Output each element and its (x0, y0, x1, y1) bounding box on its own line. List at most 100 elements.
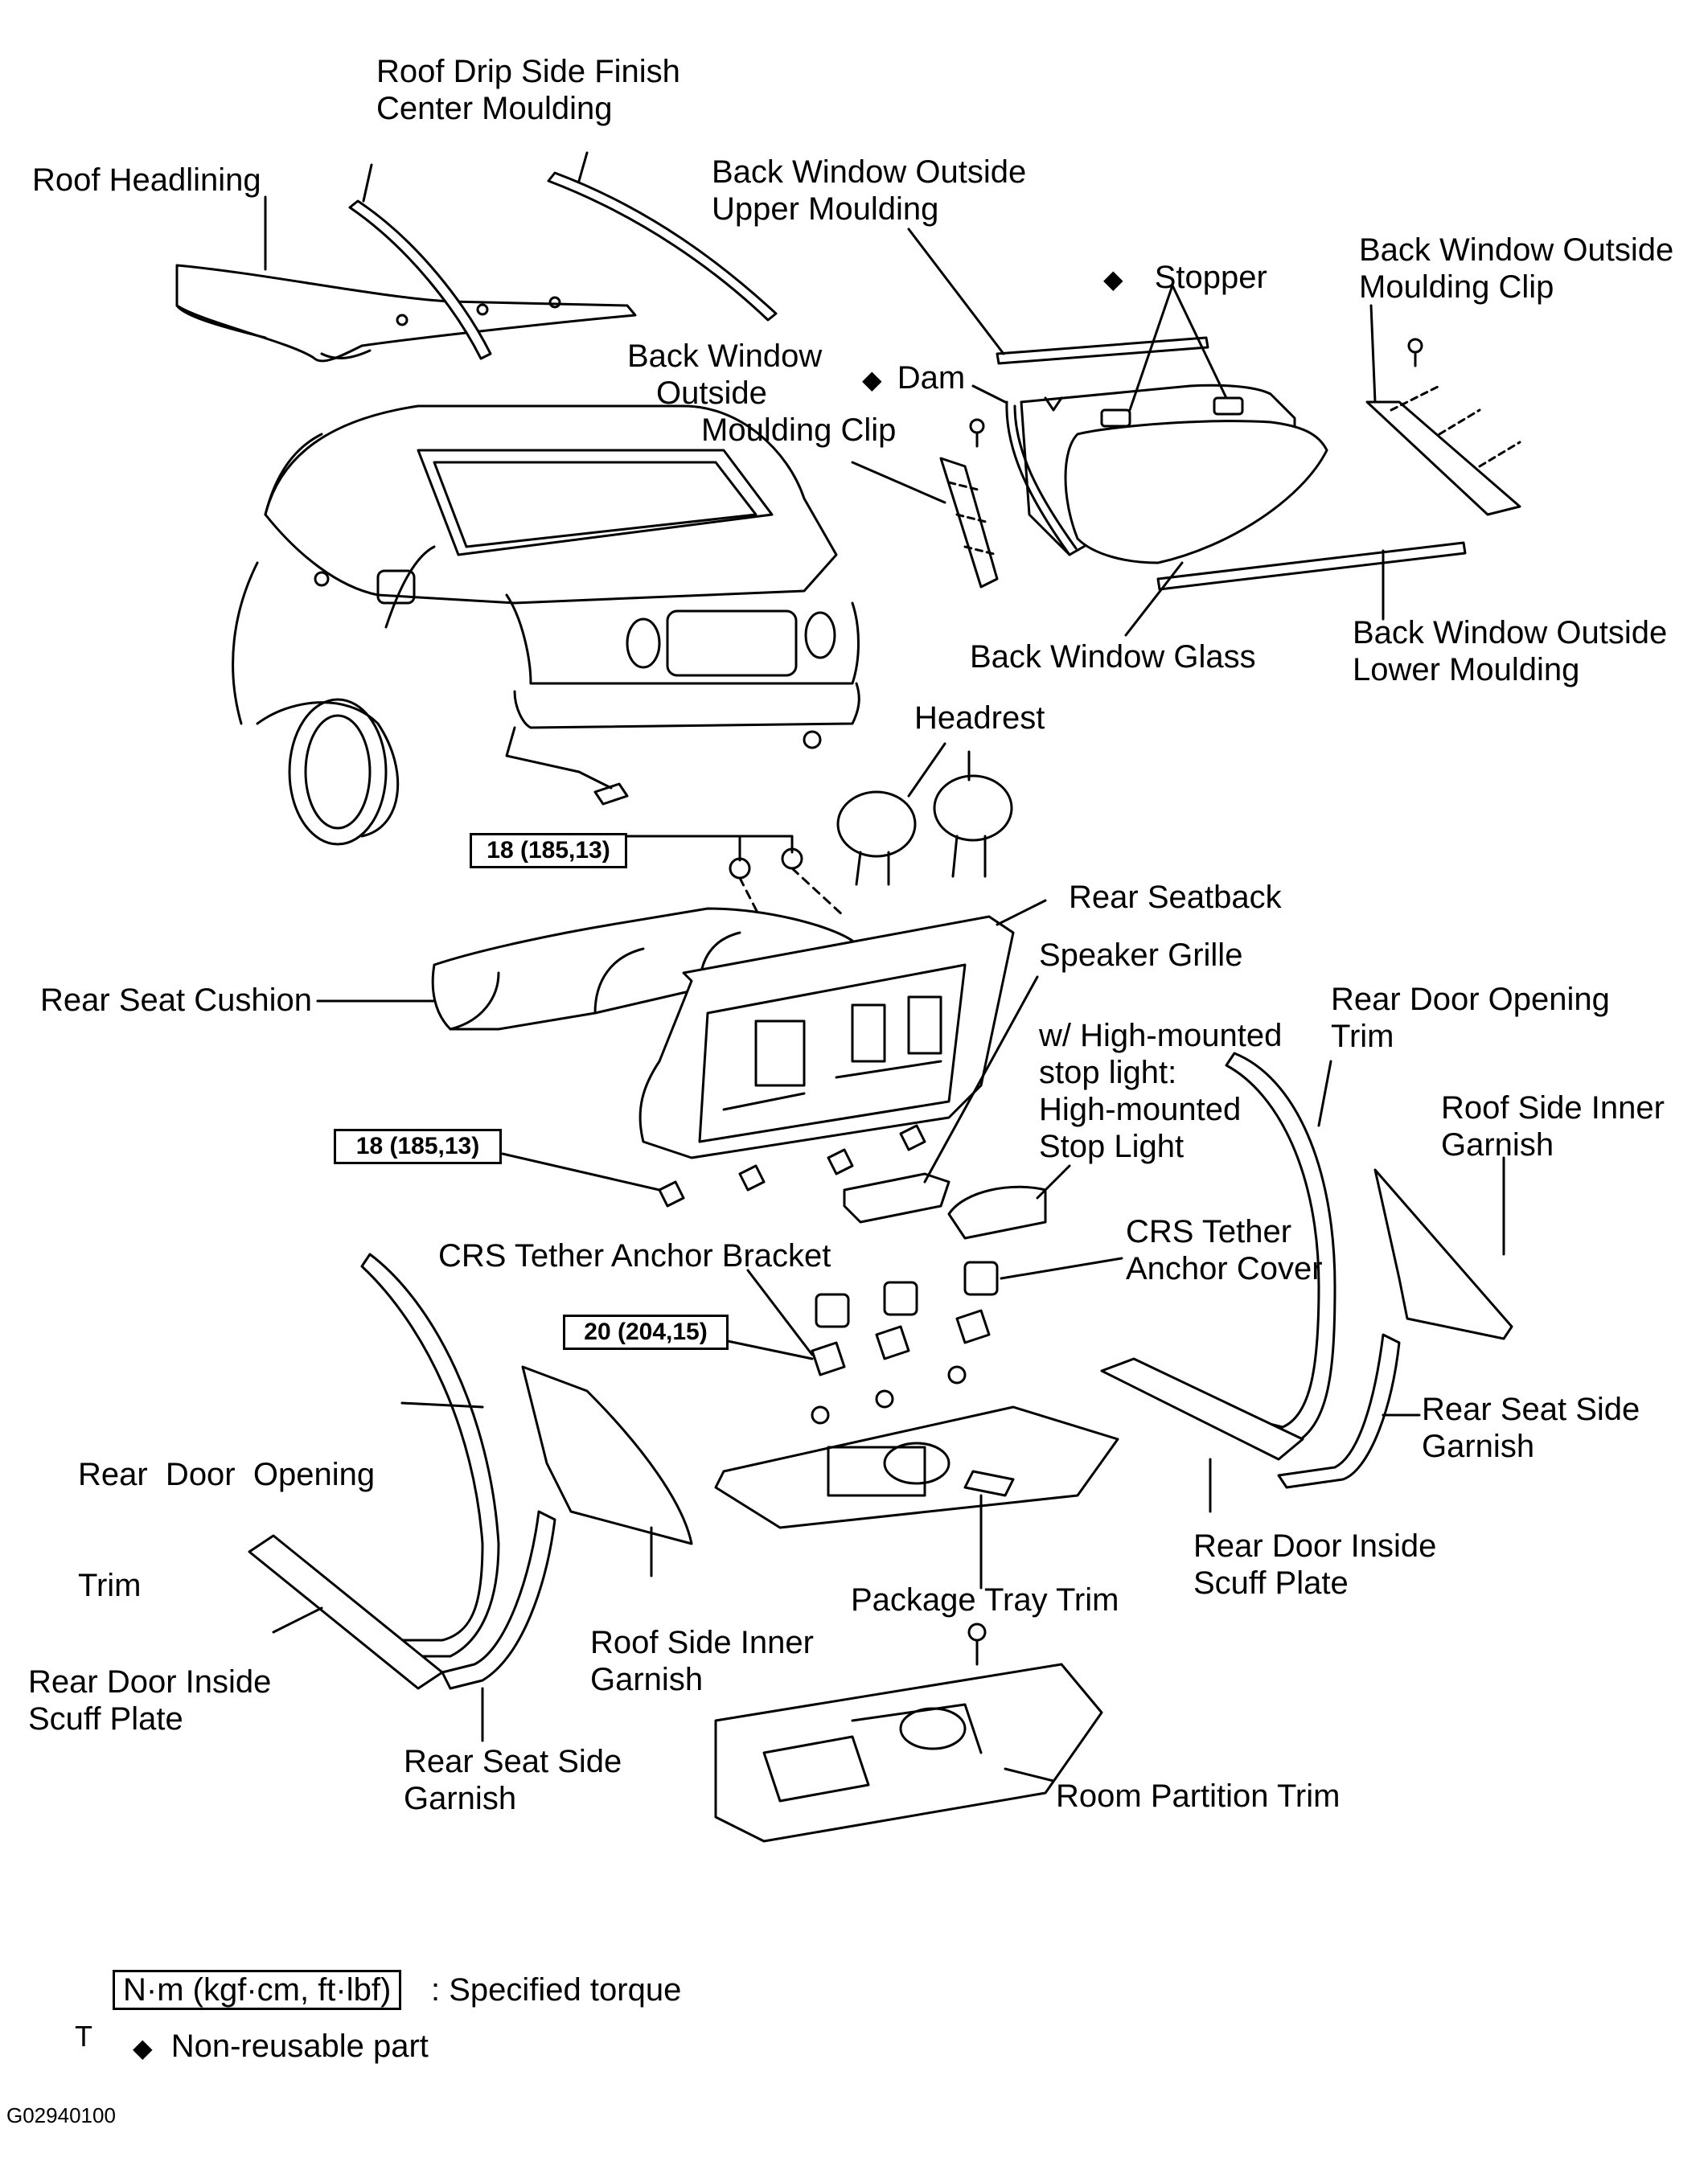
label-rsig-left-line1: Roof Side Inner (590, 1625, 814, 1660)
figure-id: G02940100 (6, 2103, 116, 2127)
rear-seatback (638, 899, 1047, 1159)
crs-brackets (726, 1269, 991, 1376)
package-tray-part (714, 1405, 1119, 1590)
torque-spec-3: 20 (204,15) (563, 1315, 729, 1350)
label-bw-upper: Back Window Outside Upper Moulding (712, 154, 1026, 228)
label-roof-drip-line1: Roof Drip Side Finish (376, 54, 680, 89)
bw-clip-left (939, 418, 999, 589)
speaker-grille-part (843, 975, 1039, 1224)
headrests (836, 742, 1013, 886)
label-roof-drip-line2: Center Moulding (376, 91, 613, 126)
left-rear-seat-side-garnish (441, 1510, 556, 1742)
label-bw-clip-left-line2: Outside (656, 375, 767, 411)
torque-spec-1: 18 (185,13) (470, 833, 627, 868)
bw-upper-moulding (996, 336, 1209, 365)
label-rsig-left-line2: Garnish (590, 1662, 704, 1697)
label-rdot-left-line2: Trim (78, 1568, 142, 1603)
bolts (501, 1124, 926, 1208)
label-roof-side-inner-left: Roof Side Inner Garnish (590, 1624, 814, 1698)
label-bw-lower-line2: Lower Moulding (1353, 652, 1580, 687)
label-rdsp-right-line1: Rear Door Inside (1193, 1528, 1437, 1564)
nuts (626, 835, 846, 942)
label-rdsp-left-line1: Rear Door Inside (28, 1664, 272, 1700)
car-body (232, 404, 860, 846)
label-bw-clip-right-line2: Moulding Clip (1359, 269, 1554, 305)
label-rdot-right-line2: Trim (1331, 1019, 1394, 1054)
nonreusable-symbol-legend: ◆ (133, 2033, 153, 2062)
legend-nonreusable-text: Non-reusable part (170, 2029, 429, 2064)
label-rsig-right-line1: Roof Side Inner (1441, 1090, 1665, 1126)
bw-glass (1064, 420, 1328, 564)
label-crs-cover-line2: Anchor Cover (1126, 1251, 1323, 1286)
label-rear-seat-side-left: Rear Seat Side Garnish (404, 1743, 622, 1817)
leader-roof-drip-2 (577, 151, 589, 183)
label-dam: ◆ Dam (862, 359, 965, 398)
nonreusable-symbol-dam: ◆ (862, 365, 882, 394)
label-crs-cover: CRS Tether Anchor Cover (1126, 1213, 1323, 1287)
label-bw-lower: Back Window Outside Lower Moulding (1353, 614, 1667, 688)
left-door-opening-trim (360, 1253, 500, 1658)
label-rear-door-scuff-right: Rear Door Inside Scuff Plate (1193, 1528, 1436, 1602)
label-rsig-right-line2: Garnish (1441, 1127, 1554, 1163)
label-headrest: Headrest (914, 700, 1045, 736)
label-speaker-grille: Speaker Grille (1039, 937, 1243, 973)
label-roof-headlining: Roof Headlining (32, 162, 261, 198)
label-rdot-right-line1: Rear Door Opening (1331, 982, 1610, 1017)
label-rear-seat-side-right: Rear Seat Side Garnish (1422, 1391, 1640, 1465)
label-rssg-left-line1: Rear Seat Side (404, 1744, 622, 1779)
room-partition-part (714, 1623, 1103, 1843)
label-high-mounted-line1: w/ High-mounted (1039, 1018, 1283, 1053)
label-package-tray: Package Tray Trim (851, 1582, 1119, 1618)
label-high-mounted-line3: High-mounted (1039, 1092, 1242, 1127)
left-rear-door-scuff-plate (248, 1534, 444, 1690)
label-stopper: ◆ Stopper (1103, 259, 1267, 297)
roof-drip-mouldings (348, 171, 778, 360)
label-dam-text: Dam (897, 360, 966, 396)
label-bw-clip-left: Back Window Outside Moulding Clip (627, 338, 896, 449)
right-rear-seat-side-garnish (1277, 1333, 1421, 1489)
label-crs-bracket: CRS Tether Anchor Bracket (438, 1238, 831, 1274)
bw-lower-moulding (1156, 541, 1467, 591)
stop-light-part (947, 1164, 1071, 1240)
label-rssg-left-line2: Garnish (404, 1781, 517, 1816)
label-rear-door-opening-trim-left: Rear Door Opening Trim (78, 1382, 375, 1641)
label-rssg-right-line2: Garnish (1422, 1429, 1535, 1464)
rear-seat-cushion (431, 907, 854, 1031)
label-rdsp-left-line2: Scuff Plate (28, 1701, 183, 1737)
label-bw-clip-right-line1: Back Window Outside (1359, 232, 1674, 268)
label-bw-clip-left-line3: Moulding Clip (701, 412, 897, 448)
left-roof-side-inner-garnish (521, 1365, 693, 1577)
right-roof-side-inner-garnish (1373, 1156, 1513, 1340)
clips (811, 1365, 967, 1425)
label-bw-upper-line1: Back Window Outside (712, 154, 1027, 190)
label-room-partition: Room Partition Trim (1056, 1778, 1341, 1814)
legend-torque-unit-box: N·m (kgf·cm, ft·lbf) (113, 1970, 402, 2010)
label-roof-drip: Roof Drip Side Finish Center Moulding (376, 53, 680, 127)
bw-clip-right (1365, 338, 1521, 516)
label-rear-door-scuff-left: Rear Door Inside Scuff Plate (28, 1664, 271, 1737)
label-bw-lower-line1: Back Window Outside (1353, 615, 1668, 650)
label-crs-cover-line1: CRS Tether (1126, 1214, 1292, 1249)
label-high-mounted-line4: Stop Light (1039, 1129, 1185, 1164)
label-rear-door-opening-trim-right: Rear Door Opening Trim (1331, 981, 1610, 1055)
label-high-mounted-line2: stop light: (1039, 1055, 1177, 1090)
label-roof-side-inner-right: Roof Side Inner Garnish (1441, 1089, 1665, 1163)
back-window-assembly (996, 336, 1467, 591)
label-rear-seat-cushion: Rear Seat Cushion (40, 983, 312, 1018)
crs-covers (815, 1257, 1123, 1328)
label-high-mounted: w/ High-mounted stop light: High-mounted… (1039, 1017, 1282, 1165)
legend-marker: T (75, 2020, 92, 2053)
label-stopper-text: Stopper (1154, 260, 1267, 295)
label-rdsp-right-line2: Scuff Plate (1193, 1565, 1349, 1601)
label-bw-glass: Back Window Glass (970, 639, 1256, 675)
leader-roof-drip (362, 163, 373, 203)
label-rssg-right-line1: Rear Seat Side (1422, 1392, 1640, 1427)
label-rdot-left-line1: Rear Door Opening (78, 1457, 376, 1492)
label-bw-clip-right: Back Window Outside Moulding Clip (1359, 232, 1673, 306)
right-rear-door-scuff-plate (1100, 1357, 1304, 1513)
label-bw-upper-line2: Upper Moulding (712, 191, 939, 227)
label-rear-seatback: Rear Seatback (1069, 880, 1282, 915)
nonreusable-symbol: ◆ (1103, 265, 1123, 293)
label-bw-clip-left-line1: Back Window (627, 338, 823, 374)
